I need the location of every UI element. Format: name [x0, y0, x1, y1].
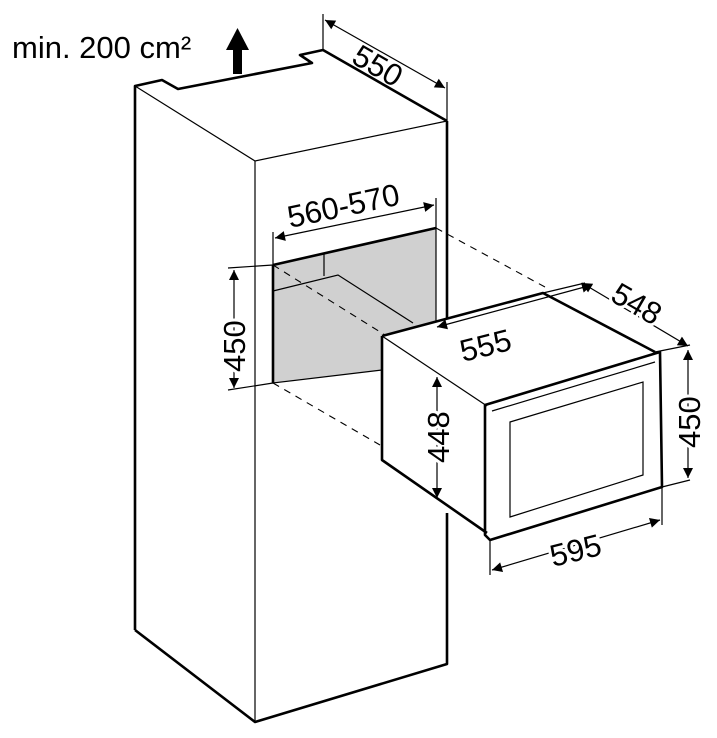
up-arrow-icon: [226, 28, 249, 74]
dimension-lines: [227, 14, 693, 575]
niche-width-label: 560-570: [284, 177, 403, 235]
niche-height-label: 450: [217, 320, 252, 372]
appliance-depth-label: 548: [606, 276, 668, 332]
ventilation-label: min. 200 cm²: [12, 30, 191, 65]
appliance-body-height-label: 448: [421, 411, 456, 463]
appliance-front-width-label: 595: [546, 527, 605, 573]
appliance-front-height-label: 450: [672, 396, 707, 448]
cabinet: [133, 48, 449, 724]
niche-depth-label: 550: [347, 38, 409, 94]
